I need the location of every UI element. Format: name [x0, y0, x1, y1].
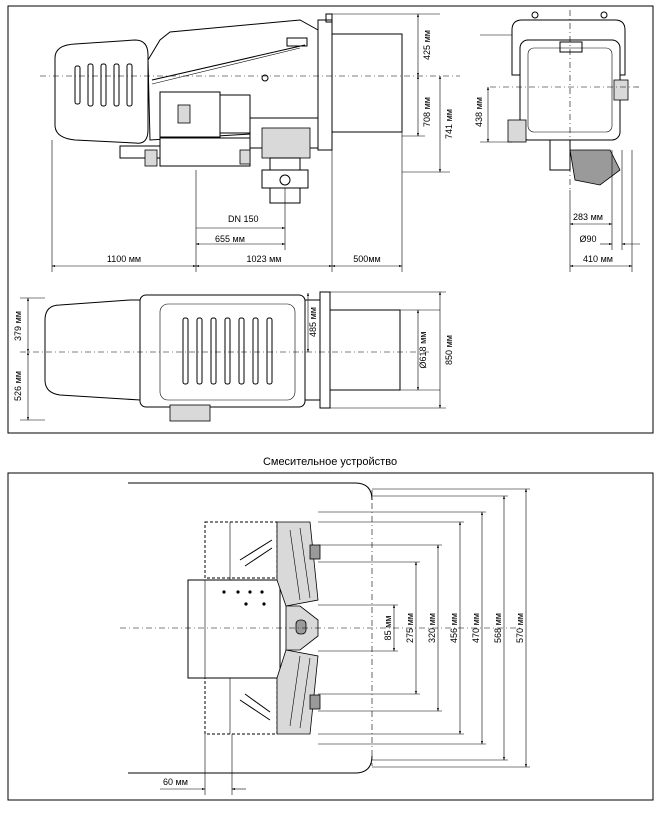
dim-570: 570 мм	[515, 613, 525, 643]
mixing-device-dimensions: 85 мм 275 мм 320 мм 456 мм 470 мм 568 мм…	[160, 488, 530, 795]
dim-425: 425 мм	[422, 30, 432, 60]
dim-d90: Ø90	[579, 234, 596, 244]
flange-plate	[317, 19, 333, 151]
plan-view	[20, 291, 430, 422]
blast-tube	[331, 33, 403, 133]
mixer-central-block	[187, 579, 281, 679]
plan-fan-cover	[44, 299, 141, 401]
dim-438: 438 мм	[474, 97, 484, 127]
dim-470: 470 мм	[471, 613, 481, 643]
dim-283: 283 мм	[573, 212, 603, 222]
bottom-panel-frame	[7, 472, 654, 801]
plan-flange	[319, 291, 331, 409]
plan-view-dimensions: 379 мм 526 мм 485 мм Ø618 мм 850 мм	[13, 291, 454, 421]
dim-379: 379 мм	[13, 311, 23, 341]
dim-456: 456 мм	[449, 613, 459, 643]
dim-655: 655 мм	[215, 234, 245, 244]
top-panel-frame	[7, 5, 654, 434]
dim-410: 410 мм	[583, 254, 613, 264]
dim-1023: 1023 мм	[247, 254, 282, 264]
dim-850: 850 мм	[444, 335, 454, 365]
dim-1100: 1100 мм	[107, 254, 141, 264]
mixing-device-drawing	[120, 482, 520, 774]
dim-741: 741 мм	[444, 109, 454, 139]
plan-blast-tube	[329, 309, 401, 391]
dim-568: 568 мм	[493, 613, 503, 643]
dim-500: 500мм	[353, 254, 380, 264]
front-gas-valve	[569, 149, 621, 186]
front-view	[490, 10, 640, 190]
plan-body	[139, 294, 306, 408]
front-view-dimensions: 438 мм 283 мм Ø90 410 мм	[474, 34, 640, 272]
dim-320: 320 мм	[427, 613, 437, 643]
dim-85: 85 мм	[383, 616, 393, 641]
side-view-dimensions: 425 мм 708 мм 741 мм DN 150 655 мм 1100 …	[51, 13, 454, 272]
swirler-vane-upper	[276, 521, 319, 607]
dim-60: 60 мм	[163, 777, 188, 787]
dim-526: 526 мм	[13, 371, 23, 401]
swirler-vane-lower	[276, 649, 319, 735]
mixing-device-caption: Смесительное устройство	[263, 456, 397, 468]
dim-708: 708 мм	[422, 97, 432, 127]
dim-d618: Ø618 мм	[418, 332, 428, 369]
side-view	[40, 13, 460, 204]
dim-dn150: DN 150	[228, 214, 259, 224]
dim-485: 485 мм	[308, 307, 318, 337]
dim-275: 275 мм	[405, 613, 415, 643]
